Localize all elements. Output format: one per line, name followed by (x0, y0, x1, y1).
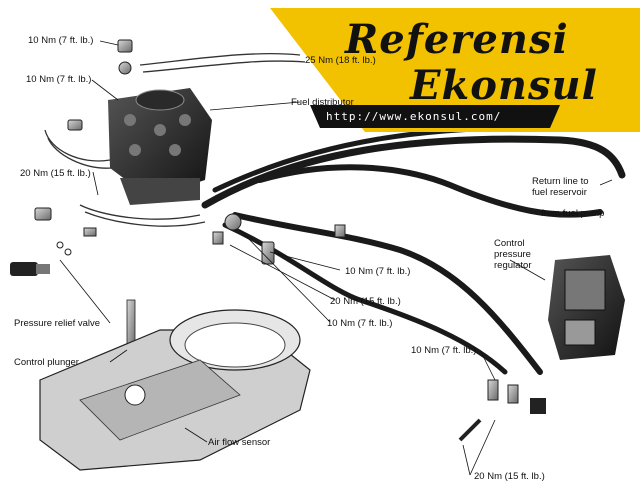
label-torque-upper-left: 10 Nm (7 ft. lb.) (26, 74, 92, 85)
banjo-fittings (34, 39, 346, 265)
label-fuel-distributor: Fuel distributor (291, 97, 354, 108)
label-pressure-relief-valve: Pressure relief valve (14, 318, 101, 329)
watermark-brand-line1: Referensi (345, 16, 569, 63)
watermark-url-band (310, 105, 560, 128)
leader-lines (59, 40, 613, 476)
label-torque-top-left: 10 Nm (7 ft. lb.) (28, 35, 94, 46)
air-flow-sensor-housing (39, 309, 311, 471)
label-torque-mid-10a: 10 Nm (7 ft. lb.) (345, 266, 411, 277)
label-torque-mid-10b: 10 Nm (7 ft. lb.) (327, 318, 393, 329)
control-pressure-regulator-part (548, 255, 625, 360)
label-air-flow-sensor: Air flow sensor (208, 437, 271, 448)
fuel-hoses (201, 125, 626, 375)
label-torque-left: 20 Nm (15 ft. lb.) (20, 168, 91, 179)
watermark-banner (270, 8, 640, 132)
label-return-line: Return line to fuel reservoir (532, 176, 589, 198)
label-control-plunger: Control plunger (14, 357, 79, 368)
lower-right-fittings (458, 379, 546, 442)
pressure-relief-valve-part (10, 241, 72, 276)
watermark-brand-line2: Ekonsul (410, 62, 598, 109)
label-torque-bottom-right: 20 Nm (15 ft. lb.) (474, 471, 545, 482)
label-control-pressure-regulator: Control pressure regulator (494, 238, 532, 271)
metal-lines (44, 53, 306, 227)
watermark-url: http://www.ekonsul.com/ (326, 110, 502, 123)
label-torque-lower-right: 10 Nm (7 ft. lb.) (411, 345, 477, 356)
label-from-fuel-pump: from fuel pump (541, 208, 605, 219)
label-torque-mid-20: 20 Nm (15 ft. lb.) (330, 296, 401, 307)
watermark-yellow-band (270, 8, 640, 132)
fuel-distributor (108, 88, 212, 205)
label-torque-top-mid: 25 Nm (18 ft. lb.) (305, 55, 376, 66)
